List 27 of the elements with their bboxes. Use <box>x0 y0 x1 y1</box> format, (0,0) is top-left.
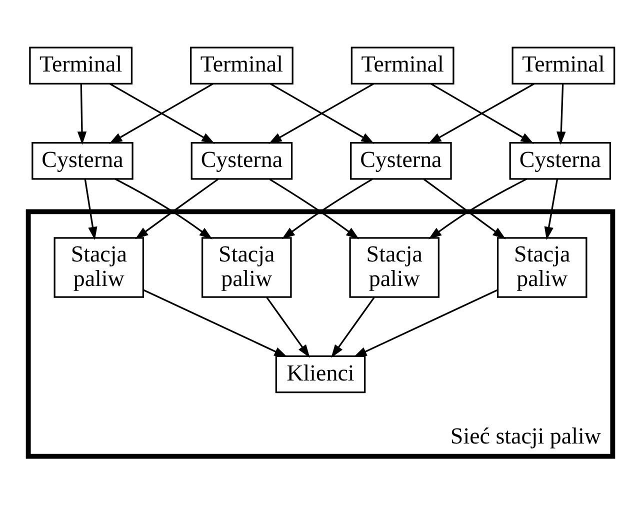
node-box: Stacja paliw <box>54 236 144 298</box>
arrow <box>143 288 288 357</box>
arrow <box>354 288 498 357</box>
node-box: Terminal <box>512 46 616 84</box>
arrow <box>77 83 87 144</box>
arrow <box>428 178 528 239</box>
node-box: Terminal <box>190 46 294 84</box>
arrow <box>282 178 373 239</box>
node-box: Cysterna <box>509 141 612 180</box>
node-box: Cysterna <box>350 141 452 180</box>
arrow <box>556 83 566 144</box>
arrow <box>544 178 558 240</box>
node-box: Terminal <box>350 46 454 84</box>
node-box: Terminal <box>29 46 133 84</box>
arrow <box>266 296 310 358</box>
arrow <box>135 178 219 239</box>
arrow <box>424 178 506 239</box>
node-box: Klienci <box>275 354 366 393</box>
arrow <box>84 178 98 240</box>
arrow <box>269 178 360 239</box>
node-box: Stacja paliw <box>202 236 292 298</box>
arrow <box>331 296 375 358</box>
node-box: Stacja paliw <box>349 236 440 298</box>
node-box: Cysterna <box>32 141 134 180</box>
arrow <box>114 178 212 239</box>
node-box: Cysterna <box>190 141 293 180</box>
node-box: Stacja paliw <box>496 236 588 298</box>
